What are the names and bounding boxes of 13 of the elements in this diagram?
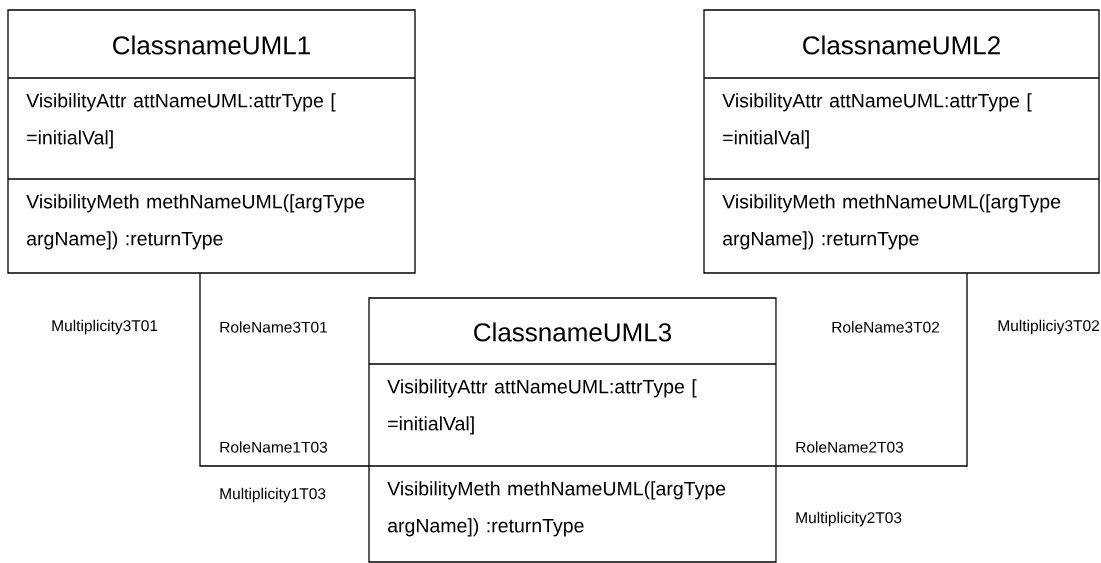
class-box: ClassnameUML1 VisibilityAttr attNameUML:attrType [ =initialVal] VisibilityMeth methNameUML([argType argName]) :returnType (7, 9, 416, 274)
class-box: ClassnameUML3 VisibilityAttr attNameUML:attrType [ =initialVal] VisibilityMeth methNameUML([argType argName]) :returnType (368, 297, 777, 563)
association-line (775, 272, 968, 467)
class-box: ClassnameUML2 VisibilityAttr attNameUML:attrType [ =initialVal] VisibilityMeth methNameUML([argType argName]) :returnType (703, 9, 1100, 274)
role-label: RoleName3T01 (220, 321, 327, 333)
role-label: Multiplicity2T03 (796, 511, 902, 527)
role-label: Multipliciy3T02 (998, 319, 1099, 335)
association-line (199, 272, 370, 467)
role-label: Multiplicity3T01 (52, 319, 158, 335)
role-label: RoleName2T03 (796, 441, 904, 453)
role-label: Multiplicity1T03 (220, 487, 326, 503)
role-label: RoleName1T03 (220, 441, 328, 453)
role-label: RoleName3T02 (832, 321, 939, 333)
